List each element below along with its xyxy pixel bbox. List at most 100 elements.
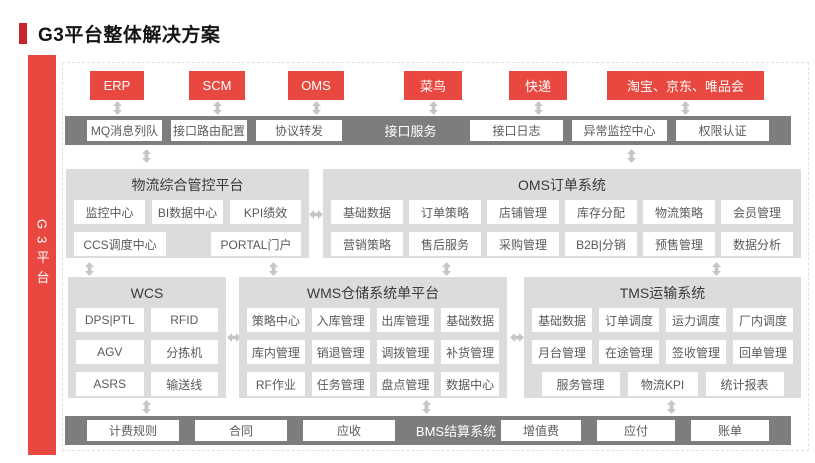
module-route-config: 接口路由配置 [171, 120, 247, 141]
system-box-oms: OMS [288, 71, 344, 100]
module-box: DPS|PTL [76, 308, 144, 332]
module-box: PORTAL门户 [211, 232, 301, 256]
section-wcs: WCS DPS|PTL RFID AGV 分拣机 ASRS 输送线 [68, 277, 226, 398]
leftright-arrow-icon [227, 333, 241, 342]
updown-arrow-icon [142, 400, 151, 414]
module-box: 输送线 [150, 372, 218, 396]
module-payable: 应付 [597, 420, 675, 441]
module-box: 采购管理 [487, 232, 559, 256]
updown-arrow-icon [667, 400, 676, 414]
updown-arrow-icon [269, 262, 278, 276]
module-box: 营销策略 [331, 232, 403, 256]
updown-arrow-icon [442, 262, 451, 276]
module-box: 基础数据 [532, 308, 592, 332]
updown-arrow-icon [312, 101, 321, 115]
module-box: 基础数据 [331, 200, 403, 224]
updown-arrow-icon [681, 101, 690, 115]
module-box: RFID [150, 308, 218, 332]
module-box: RF作业 [247, 372, 305, 396]
module-box: 策略中心 [247, 308, 305, 332]
module-interface-log: 接口日志 [470, 120, 563, 141]
module-box: 分拣机 [150, 340, 218, 364]
module-box: 监控中心 [74, 200, 145, 224]
module-box: 厂内调度 [733, 308, 793, 332]
module-box: 出库管理 [376, 308, 435, 332]
system-box-cainiao: 菜鸟 [404, 71, 462, 100]
diagram-canvas: ERP SCM OMS 菜鸟 快递 淘宝、京东、唯品会 MQ消息列队 接口路由配… [62, 62, 809, 451]
module-box: 销退管理 [311, 340, 370, 364]
platform-side-bar: G3平台 [28, 55, 56, 455]
section-title: TMS运输系统 [619, 285, 706, 301]
module-box: 店铺管理 [487, 200, 559, 224]
module-box: AGV [76, 340, 144, 364]
module-box: 数据中心 [441, 372, 499, 396]
module-protocol-forward: 协议转发 [256, 120, 342, 141]
module-contract: 合同 [195, 420, 287, 441]
section-title: WCS [130, 285, 164, 301]
system-box-erp: ERP [90, 71, 144, 100]
module-box: KPI绩效 [230, 200, 301, 224]
module-box: 数据分析 [721, 232, 793, 256]
module-box: 入库管理 [311, 308, 370, 332]
module-box: 售后服务 [409, 232, 481, 256]
module-value-added-fee: 增值费 [501, 420, 581, 441]
module-box: BI数据中心 [152, 200, 223, 224]
leftright-arrow-icon [309, 210, 323, 219]
updown-arrow-icon [429, 101, 438, 115]
interface-service-label: 接口服务 [384, 124, 437, 139]
module-box: ASRS [76, 372, 144, 396]
module-box: 物流策略 [643, 200, 715, 224]
module-box: 回单管理 [733, 340, 793, 364]
module-auth: 权限认证 [676, 120, 769, 141]
section-title: WMS仓储系统单平台 [306, 285, 440, 301]
updown-arrow-icon [422, 400, 431, 414]
system-box-marketplaces: 淘宝、京东、唯品会 [607, 71, 764, 100]
title-accent-bar [19, 23, 27, 44]
module-box: 签收管理 [666, 340, 726, 364]
section-tms: TMS运输系统 基础数据 订单调度 运力调度 厂内调度 月台管理 在途管理 签收… [524, 277, 801, 398]
module-receivable: 应收 [303, 420, 395, 441]
updown-arrow-icon [534, 101, 543, 115]
settlement-bar: 计费规则 合同 应收 BMS结算系统 增值费 应付 账单 [65, 416, 791, 445]
module-bill: 账单 [691, 420, 769, 441]
module-box: 调拨管理 [376, 340, 435, 364]
system-box-scm: SCM [189, 71, 245, 100]
module-box: 预售管理 [643, 232, 715, 256]
module-box: 库存分配 [565, 200, 637, 224]
module-box: 统计报表 [705, 372, 784, 396]
module-box: 补货管理 [441, 340, 499, 364]
page-title: G3平台整体解决方案 [38, 25, 221, 46]
module-box: 库内管理 [247, 340, 305, 364]
module-box: 运力调度 [666, 308, 726, 332]
module-billing-rules: 计费规则 [87, 420, 179, 441]
updown-arrow-icon [113, 101, 122, 115]
page-header: G3平台整体解决方案 [19, 20, 220, 47]
interface-service-bar: MQ消息列队 接口路由配置 协议转发 接口服务 接口日志 异常监控中心 权限认证 [65, 116, 791, 145]
module-box: 订单调度 [599, 308, 659, 332]
section-wms: WMS仓储系统单平台 策略中心 入库管理 出库管理 基础数据 库内管理 销退管理… [239, 277, 507, 398]
section-title: 物流综合管控平台 [131, 177, 244, 193]
module-box: 订单策略 [409, 200, 481, 224]
section-control-platform: 物流综合管控平台 监控中心 BI数据中心 KPI绩效 CCS调度中心 PORTA… [66, 169, 309, 258]
updown-arrow-icon [627, 149, 636, 163]
platform-side-label: G3平台 [34, 219, 50, 291]
section-title: OMS订单系统 [518, 177, 606, 193]
updown-arrow-icon [142, 149, 151, 163]
leftright-arrow-icon [510, 333, 524, 342]
module-mq-queue: MQ消息列队 [87, 120, 162, 141]
system-box-express: 快递 [509, 71, 567, 100]
settlement-bar-label: BMS结算系统 [415, 424, 497, 439]
module-box: 会员管理 [721, 200, 793, 224]
module-box: 物流KPI [627, 372, 698, 396]
module-box: CCS调度中心 [74, 232, 166, 256]
module-box: 月台管理 [532, 340, 592, 364]
module-box: 服务管理 [541, 372, 620, 396]
section-oms: OMS订单系统 基础数据 订单策略 店铺管理 库存分配 物流策略 会员管理 营销… [323, 169, 801, 258]
module-exception-monitor: 异常监控中心 [572, 120, 667, 141]
updown-arrow-icon [213, 101, 222, 115]
module-box: 在途管理 [599, 340, 659, 364]
module-box: 盘点管理 [376, 372, 435, 396]
module-box: B2B|分销 [565, 232, 637, 256]
module-box: 任务管理 [311, 372, 370, 396]
module-box: 基础数据 [441, 308, 499, 332]
